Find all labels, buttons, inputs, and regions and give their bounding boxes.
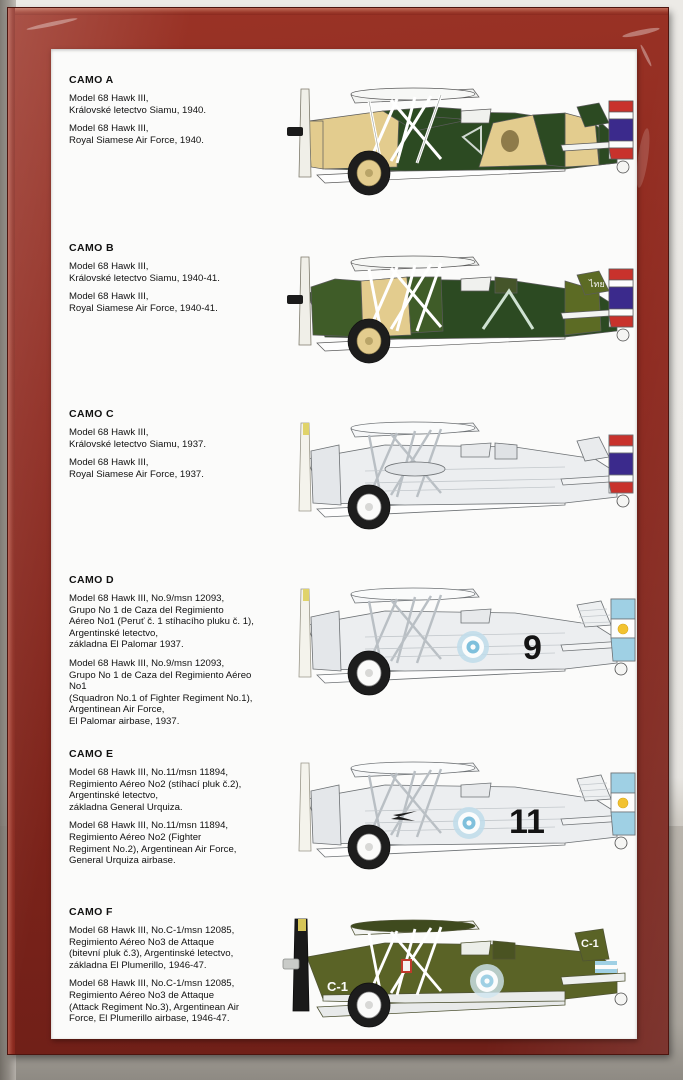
camo-f-fin-code: C-1 [581, 938, 599, 950]
camouflage-instruction-sheet: CAMO A Model 68 Hawk III, Královské lete… [51, 49, 637, 1039]
box-scuff [26, 16, 78, 32]
box-scuff [639, 44, 653, 67]
scheme-row-camo-f: CAMO F Model 68 Hawk III, No.C-1/msn 120… [51, 899, 637, 1039]
aircraft-profile-camo-c [265, 401, 637, 546]
camo-d-title: CAMO D [69, 574, 114, 586]
camo-c-title: CAMO C [69, 408, 114, 420]
scheme-row-camo-e: CAMO E Model 68 Hawk III, No.11/msn 1189… [51, 741, 637, 896]
camo-f-czech-text: Model 68 Hawk III, No.C-1/msn 12085, Reg… [69, 925, 235, 971]
scheme-row-camo-d: CAMO D Model 68 Hawk III, No.9/msn 12093… [51, 567, 637, 742]
scheme-row-camo-a: CAMO A Model 68 Hawk III, Královské lete… [51, 67, 637, 222]
aircraft-profile-camo-f: C-1 C-1 [265, 899, 637, 1039]
camo-e-title: CAMO E [69, 748, 114, 760]
camo-a-czech-text: Model 68 Hawk III, Královské letectvo Si… [69, 93, 207, 116]
camo-c-czech-text: Model 68 Hawk III, Královské letectvo Si… [69, 427, 207, 450]
camo-c-english-text: Model 68 Hawk III, Royal Siamese Air For… [69, 457, 204, 480]
camo-b-title: CAMO B [69, 242, 114, 254]
aircraft-profile-camo-d: 9 [265, 567, 637, 712]
camo-e-aircraft-number: 11 [509, 803, 545, 841]
camo-a-english-text: Model 68 Hawk III, Royal Siamese Air For… [69, 123, 204, 146]
camo-f-title: CAMO F [69, 906, 113, 918]
camo-f-nose-code: C-1 [327, 979, 348, 994]
caption-camo-a: CAMO A Model 68 Hawk III, Královské lete… [69, 74, 264, 153]
camo-b-english-text: Model 68 Hawk III, Royal Siamese Air For… [69, 291, 218, 314]
camo-f-english-text: Model 68 Hawk III, No.C-1/msn 12085, Reg… [69, 978, 240, 1025]
camo-b-czech-text: Model 68 Hawk III, Královské letectvo Si… [69, 261, 220, 284]
scheme-row-camo-c: CAMO C Model 68 Hawk III, Královské lete… [51, 401, 637, 556]
caption-camo-e: CAMO E Model 68 Hawk III, No.11/msn 1189… [69, 748, 264, 874]
caption-camo-d: CAMO D Model 68 Hawk III, No.9/msn 12093… [69, 574, 264, 735]
aircraft-profile-camo-a [265, 67, 637, 212]
box-edge-top [8, 8, 668, 15]
camo-e-czech-text: Model 68 Hawk III, No.11/msn 11894, Regi… [69, 767, 242, 813]
camo-d-aircraft-number: 9 [523, 629, 542, 667]
aircraft-profile-camo-e: 11 [265, 741, 637, 886]
scheme-row-camo-b: CAMO B Model 68 Hawk III, Královské lete… [51, 235, 637, 390]
camo-a-title: CAMO A [69, 74, 114, 86]
box-scuff [621, 26, 661, 39]
caption-camo-c: CAMO C Model 68 Hawk III, Královské lete… [69, 408, 264, 487]
aircraft-profile-camo-b: ไทย [265, 235, 637, 380]
model-kit-box: CAMO A Model 68 Hawk III, Královské lete… [8, 8, 668, 1054]
svg-text:ไทย: ไทย [588, 279, 605, 290]
camo-d-english-text: Model 68 Hawk III, No.9/msn 12093, Grupo… [69, 657, 253, 727]
camo-e-english-text: Model 68 Hawk III, No.11/msn 11894, Regi… [69, 820, 237, 867]
camo-d-czech-text: Model 68 Hawk III, No.9/msn 12093, Grupo… [69, 593, 254, 651]
caption-camo-b: CAMO B Model 68 Hawk III, Královské lete… [69, 242, 264, 321]
caption-camo-f: CAMO F Model 68 Hawk III, No.C-1/msn 120… [69, 906, 264, 1032]
box-edge-left [8, 8, 15, 1054]
